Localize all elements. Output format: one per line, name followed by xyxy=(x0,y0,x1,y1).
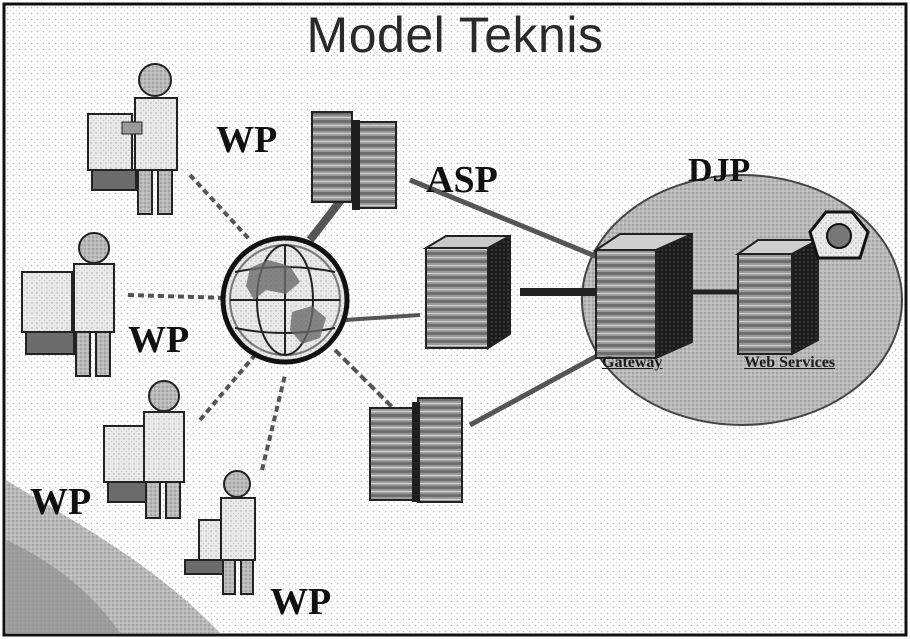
asp-label: ASP xyxy=(426,159,498,201)
wp-label-lower-left: WP xyxy=(30,481,92,523)
wp-label-top: WP xyxy=(216,119,278,161)
shield-badge-icon xyxy=(808,210,870,260)
diagram-title: Model Teknis xyxy=(306,7,604,63)
connection-lines xyxy=(127,173,745,471)
server-tower-icon xyxy=(422,234,511,350)
server-rack-icon xyxy=(311,111,397,210)
djp-label: DJP xyxy=(688,152,751,189)
person-at-computer-icon xyxy=(21,232,115,377)
gateway-server-icon xyxy=(592,232,693,360)
wp-label-middle: WP xyxy=(128,319,190,361)
globe-icon xyxy=(220,235,350,365)
wp-label-bottom: WP xyxy=(270,581,332,623)
server-rack-icon xyxy=(369,397,463,503)
person-at-computer-icon xyxy=(103,380,185,519)
web-services-label: Web Services xyxy=(744,354,836,371)
web-services-server-icon xyxy=(734,238,819,356)
gateway-label: Gateway xyxy=(602,354,663,371)
person-at-computer-icon xyxy=(87,63,178,215)
person-at-computer-icon xyxy=(184,470,256,595)
